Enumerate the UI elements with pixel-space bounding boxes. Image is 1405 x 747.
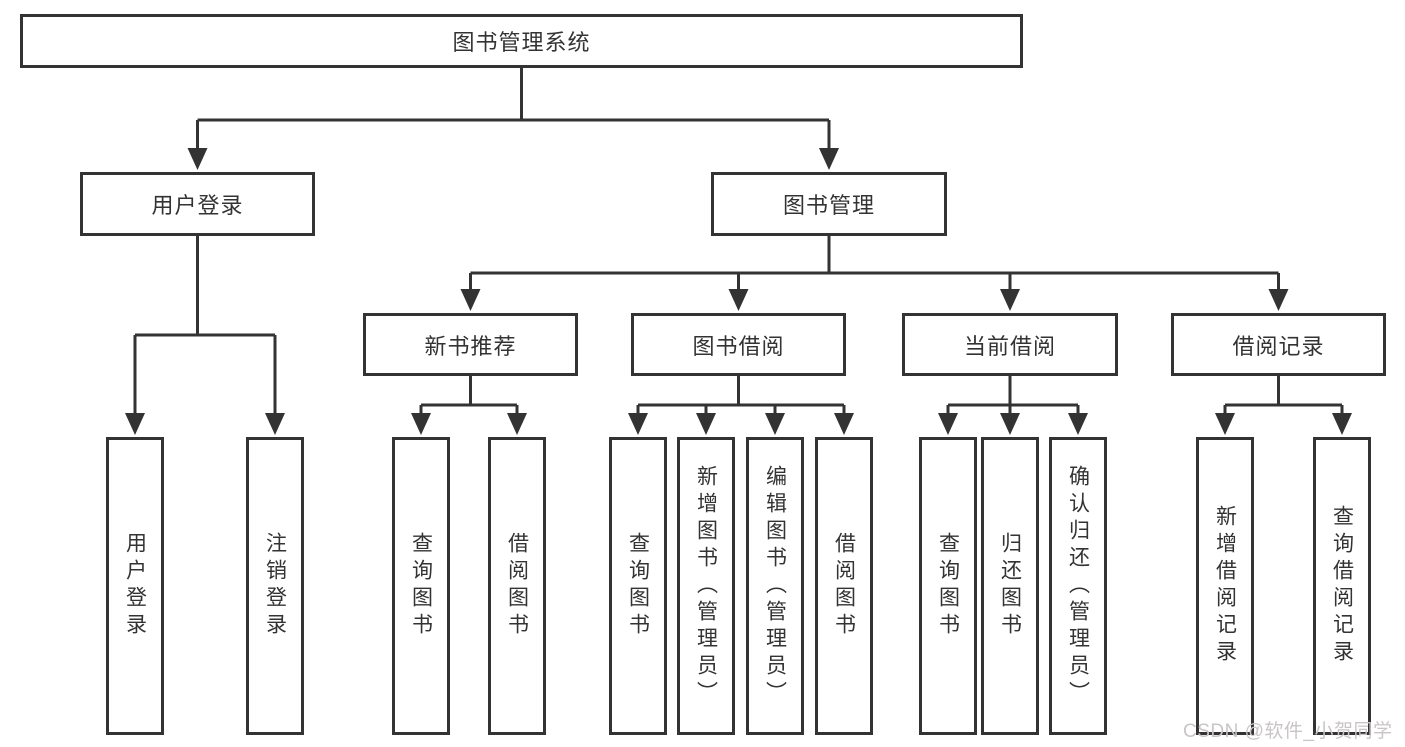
leaf-return-books: 归还图书 [981, 437, 1039, 735]
node-label: 编辑图书（管理员） [763, 464, 787, 708]
node-label: 新增图书（管理员） [694, 464, 718, 708]
node-label: 用户登录 [123, 532, 147, 640]
watermark: CSDN @软件_小贺同学 [1183, 721, 1393, 742]
leaf-query-books-recommend: 查询图书 [392, 437, 450, 735]
leaf-confirm-return-admin: 确认归还（管理员） [1049, 437, 1107, 735]
node-label: 用户登录 [151, 193, 244, 218]
node-label: 当前借阅 [963, 333, 1056, 359]
node-label: 借阅图书 [832, 532, 856, 640]
node-label: 图书管理系统 [452, 30, 591, 55]
leaf-user-login: 用户登录 [106, 437, 164, 735]
node-label: 借阅图书 [505, 532, 529, 640]
node-label: 查询图书 [936, 532, 960, 640]
node-book-management: 图书管理 [711, 172, 947, 236]
node-user-login: 用户登录 [80, 172, 315, 236]
leaf-query-books-current: 查询图书 [919, 437, 977, 735]
node-label: 新增借阅记录 [1213, 505, 1237, 667]
node-book-borrowing: 图书借阅 [631, 313, 846, 376]
leaf-borrow-books: 借阅图书 [815, 437, 873, 735]
node-borrowing-records: 借阅记录 [1171, 313, 1386, 376]
leaf-query-borrow-record: 查询借阅记录 [1313, 437, 1371, 735]
node-label: 图书管理 [782, 193, 875, 218]
node-label: 新书推荐 [424, 333, 517, 359]
leaf-add-borrow-record: 新增借阅记录 [1196, 437, 1254, 735]
leaf-logout: 注销登录 [246, 437, 304, 735]
node-label: 查询图书 [409, 532, 433, 640]
node-label: 图书借阅 [692, 333, 785, 359]
node-label: 归还图书 [998, 532, 1022, 640]
node-label: 注销登录 [263, 532, 287, 640]
node-new-book-recommend: 新书推荐 [363, 313, 578, 376]
node-label: 借阅记录 [1232, 333, 1325, 359]
leaf-query-books-borrowing: 查询图书 [609, 437, 667, 735]
leaf-add-book-admin: 新增图书（管理员） [677, 437, 735, 735]
node-label: 确认归还（管理员） [1066, 464, 1090, 708]
node-label: 查询借阅记录 [1330, 505, 1354, 667]
node-current-borrowing: 当前借阅 [902, 313, 1118, 376]
leaf-borrow-books-recommend: 借阅图书 [488, 437, 546, 735]
leaf-edit-book-admin: 编辑图书（管理员） [746, 437, 804, 735]
node-library-management-system: 图书管理系统 [20, 14, 1023, 68]
node-label: 查询图书 [626, 532, 650, 640]
